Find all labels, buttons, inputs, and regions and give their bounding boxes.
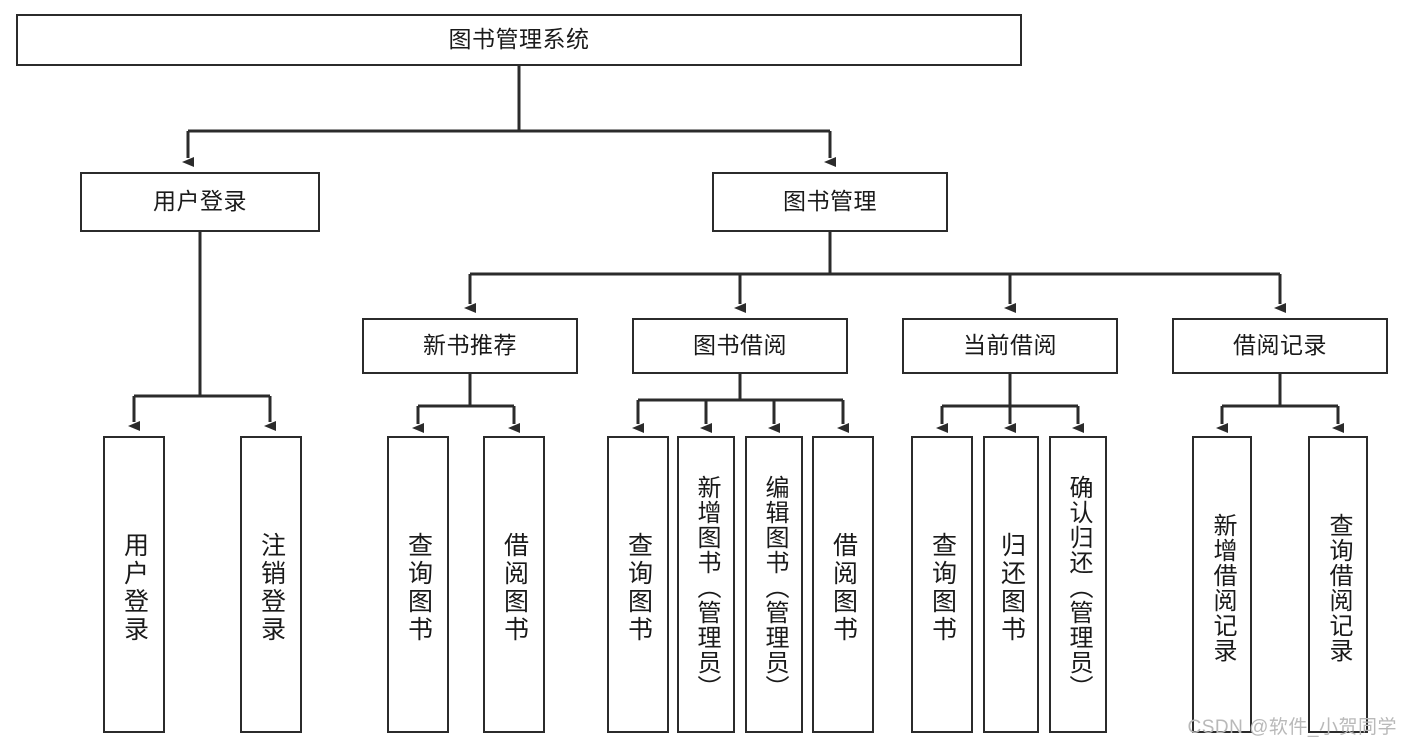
node-user-login[interactable]: 用户登录 <box>80 172 320 232</box>
node-label: 查询图书 <box>928 531 957 644</box>
node-label: 用户登录 <box>120 531 149 644</box>
leaf-return-book[interactable]: 归还图书 <box>983 436 1039 733</box>
leaf-query-borrow-record[interactable]: 查询借阅记录 <box>1308 436 1368 733</box>
node-label: 查询图书 <box>624 531 653 644</box>
node-borrow-record[interactable]: 借阅记录 <box>1172 318 1388 374</box>
node-label: 图书管理系统 <box>448 26 590 53</box>
node-label: 借阅图书 <box>829 531 858 644</box>
node-label: 编辑图书（管理员） <box>761 475 788 700</box>
leaf-query-book-rec[interactable]: 查询图书 <box>387 436 449 733</box>
leaf-edit-book-admin[interactable]: 编辑图书（管理员） <box>745 436 803 733</box>
leaf-logout[interactable]: 注销登录 <box>240 436 302 733</box>
node-root-system[interactable]: 图书管理系统 <box>16 14 1022 66</box>
watermark: CSDN @软件_小贺同学 <box>1187 717 1397 738</box>
node-new-book-recommend[interactable]: 新书推荐 <box>362 318 578 374</box>
node-label: 图书借阅 <box>693 332 787 359</box>
node-label: 借阅图书 <box>500 531 529 644</box>
leaf-add-book-admin[interactable]: 新增图书（管理员） <box>677 436 735 733</box>
node-label: 用户登录 <box>153 188 247 215</box>
node-label: 归还图书 <box>997 531 1026 644</box>
node-label: 查询借阅记录 <box>1325 512 1352 663</box>
leaf-borrow-book[interactable]: 借阅图书 <box>812 436 874 733</box>
leaf-query-book-current[interactable]: 查询图书 <box>911 436 973 733</box>
node-label: 新书推荐 <box>423 332 517 359</box>
node-label: 查询图书 <box>404 531 433 644</box>
leaf-query-book-borrow[interactable]: 查询图书 <box>607 436 669 733</box>
node-label: 注销登录 <box>257 531 286 644</box>
node-label: 借阅记录 <box>1233 332 1327 359</box>
leaf-user-login[interactable]: 用户登录 <box>103 436 165 733</box>
node-current-borrow[interactable]: 当前借阅 <box>902 318 1118 374</box>
node-label: 新增借阅记录 <box>1209 512 1236 663</box>
leaf-add-borrow-record[interactable]: 新增借阅记录 <box>1192 436 1252 733</box>
leaf-confirm-return-admin[interactable]: 确认归还（管理员） <box>1049 436 1107 733</box>
node-label: 图书管理 <box>783 188 877 215</box>
leaf-borrow-book-rec[interactable]: 借阅图书 <box>483 436 545 733</box>
node-label: 当前借阅 <box>963 332 1057 359</box>
node-book-management[interactable]: 图书管理 <box>712 172 948 232</box>
node-label: 新增图书（管理员） <box>693 475 720 700</box>
node-label: 确认归还（管理员） <box>1065 475 1092 700</box>
node-book-borrow[interactable]: 图书借阅 <box>632 318 848 374</box>
